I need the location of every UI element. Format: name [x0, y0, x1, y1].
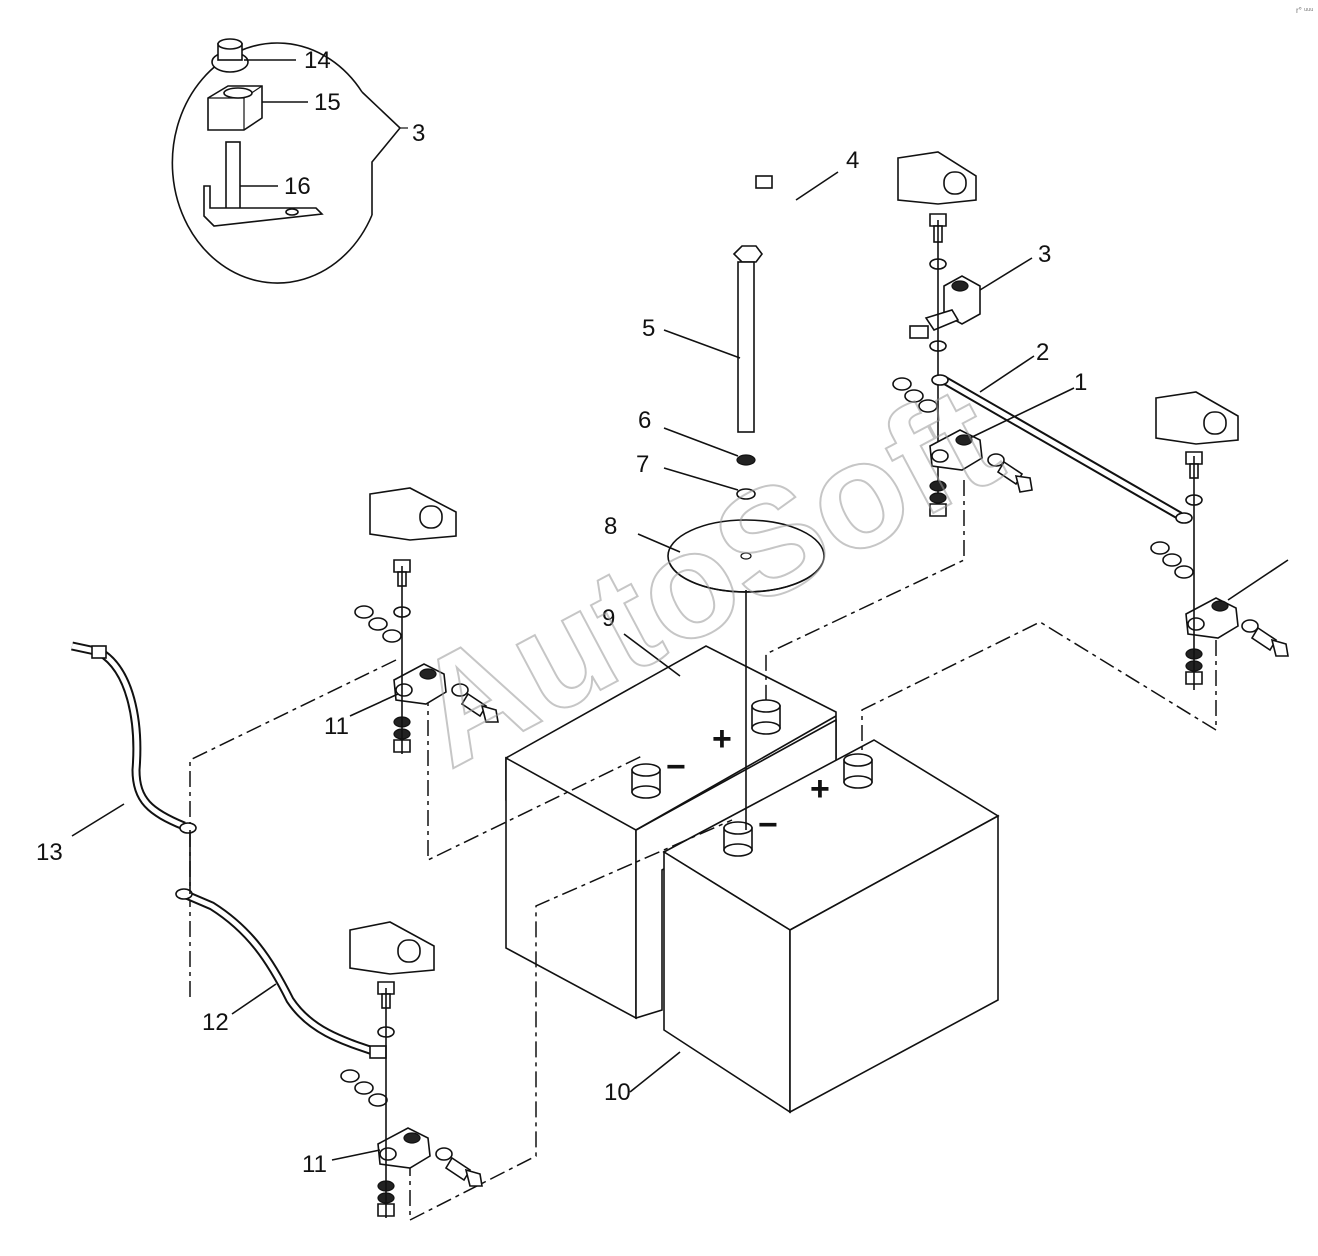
corner-mark: r° ᵘᵘᵘ	[1296, 6, 1313, 15]
terminal-cover-icon	[1155, 391, 1239, 445]
washer-icon	[736, 488, 756, 500]
callout-11-upper: 11	[324, 713, 349, 740]
terminal-post-icon	[751, 699, 781, 735]
plate-icon	[667, 519, 825, 593]
nut-icon	[211, 38, 249, 73]
callout-14: 14	[304, 47, 331, 74]
connection-line	[409, 819, 733, 1222]
terminal-clamp-right	[1150, 541, 1289, 685]
connection-line	[861, 621, 1217, 752]
clamp-icon	[924, 275, 981, 331]
callout-7: 7	[636, 451, 649, 478]
washer-icon	[736, 454, 756, 466]
cable-icon	[175, 888, 387, 1059]
callout-1: 1	[1074, 369, 1087, 396]
plus-sign: +	[712, 720, 732, 758]
minus-sign: −	[666, 748, 686, 786]
callout-3-detail: 3	[412, 120, 425, 147]
cable-icon	[931, 374, 1193, 524]
callout-11-lower: 11	[302, 1151, 327, 1178]
callout-15: 15	[314, 89, 341, 116]
pin-bracket-icon	[203, 141, 324, 227]
terminal-cover-icon	[897, 151, 977, 205]
terminal-cover-icon	[369, 487, 457, 541]
terminal-post-icon	[843, 753, 873, 789]
terminal-clamp-left-top	[354, 605, 499, 753]
terminal-post-icon	[723, 821, 753, 857]
callout-5: 5	[642, 315, 655, 342]
battery-icon	[662, 739, 1000, 1114]
callout-16: 16	[284, 173, 311, 200]
plus-sign: +	[810, 770, 830, 808]
callout-6: 6	[638, 407, 651, 434]
bolt-icon	[732, 245, 763, 433]
callout-2: 2	[1036, 339, 1049, 366]
callout-3: 3	[1038, 241, 1051, 268]
connection-line	[765, 480, 965, 700]
callout-10: 10	[604, 1079, 631, 1106]
terminal-cover-icon	[349, 921, 435, 975]
callout-13: 13	[36, 839, 63, 866]
callout-4: 4	[846, 147, 859, 174]
cable-icon	[738, 175, 929, 339]
terminal-clamp-left-bottom	[340, 1069, 483, 1217]
detail-view: 14 15 16 3	[171, 38, 425, 284]
callout-9: 9	[602, 605, 615, 632]
callout-12: 12	[202, 1009, 229, 1036]
terminal-clamp-right-top	[892, 377, 1033, 517]
cable-icon	[71, 641, 197, 834]
terminal-post-icon	[631, 763, 661, 799]
minus-sign: −	[758, 806, 778, 844]
clamp-block-icon	[207, 85, 263, 131]
callout-8: 8	[604, 513, 617, 540]
